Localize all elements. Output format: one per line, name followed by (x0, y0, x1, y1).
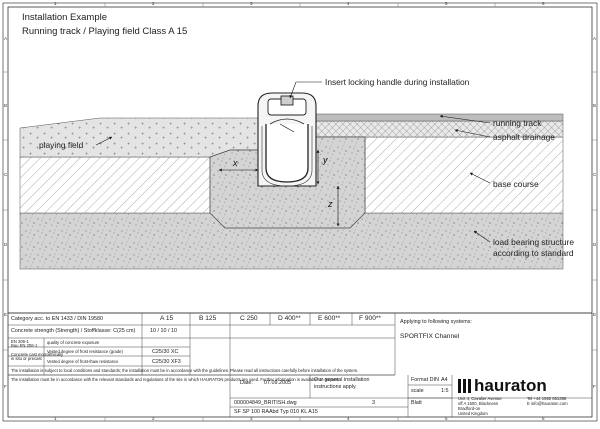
company-address-1: Unit 4, Cavalier Avenue (458, 396, 502, 401)
row-a-label: EN 206-1 (11, 339, 29, 344)
row-b-value: C25/30 XC (152, 349, 179, 355)
callout-running-track: running track (493, 118, 542, 128)
drawing-title: Installation Example (22, 12, 108, 23)
row-b-label: Concrete cast monolithically (11, 352, 64, 357)
grid-row-e: E (4, 312, 8, 317)
hauraton-logo-mark (458, 379, 471, 393)
format-value: A4 (441, 377, 448, 383)
company-address-3: Bradford-on (458, 406, 481, 411)
installation-notes-2: The installation must be in accordance w… (11, 377, 340, 382)
grid-col-4: 4 (347, 1, 350, 6)
revision-number: 3 (372, 400, 375, 406)
grid-row-a-right: A (593, 36, 597, 41)
load-class-e600: E 600** (318, 315, 341, 322)
category-label: Category acc. to EN 1433 / DIN 19580 (11, 316, 103, 322)
base-course-right (364, 136, 564, 214)
grid-row-f-right: F (593, 384, 596, 389)
system-name: SPORTFIX Channel (400, 333, 460, 340)
grid-col-4-bottom: 4 (347, 416, 350, 421)
callout-base-course: base course (493, 179, 539, 189)
date-label: Date: (240, 380, 253, 386)
sheet-label: Blatt (411, 400, 422, 406)
row-c-value: C25/30 XF3 (152, 359, 181, 365)
grid-row-c: C (4, 172, 8, 177)
grid-col-5: 5 (445, 1, 448, 6)
row-a-desc: quality of concrete exposure (47, 340, 100, 345)
scale-value: 1:5 (441, 388, 449, 394)
load-class-b125: B 125 (199, 315, 217, 322)
item-code: SF SP 100 RAAbd Typ 010 KL A15 (234, 409, 318, 415)
document-number: 000004849_BRITISH.dwg (234, 400, 297, 406)
load-class-a15: A 15 (160, 315, 174, 322)
concrete-strength-label: Concrete strength (Strength) / Stoffklas… (11, 328, 136, 334)
grid-col-3-bottom: 3 (250, 416, 253, 421)
xyz-values: 10 / 10 / 10 (150, 328, 177, 334)
sheet-frame (2, 2, 598, 422)
drawing-subtitle: Running track / Playing field Class A 15 (22, 26, 188, 37)
locking-handle (280, 95, 294, 106)
callout-load-bearing-2: according to standard (493, 248, 574, 258)
grid-col-6-bottom: 6 (542, 416, 545, 421)
dimension-lines (218, 149, 340, 227)
row-c-desc: Vested degree of frost-thaw resistance (47, 359, 119, 364)
grid-col-3: 3 (250, 1, 253, 6)
format-label: Format DIN (411, 377, 439, 383)
load-class-c250: C 250 (240, 315, 258, 322)
row-b-sub: in situ or precast (11, 356, 42, 361)
company-address-2: off A 1500, Blackness (458, 401, 498, 406)
grid-row-c-right: C (593, 172, 597, 177)
sportfix-channel (257, 92, 317, 187)
callout-asphalt-drainage: asphalt drainage (493, 132, 555, 142)
company-email: E info@hauraton.com (527, 401, 568, 406)
concrete-surround (209, 136, 366, 229)
grid-col-5-bottom: 5 (445, 416, 448, 421)
grid-row-a: A (4, 36, 8, 41)
grid-row-e-right: E (593, 312, 597, 317)
grid-row-d-right: D (593, 242, 597, 247)
soil-layers (19, 113, 564, 270)
dimension-label-x: x (233, 158, 238, 168)
grid-col-2-bottom: 2 (152, 416, 155, 421)
grid-row-b-right: B (593, 103, 597, 108)
row-b-desc: Vested degree of frost resistance (grade… (47, 349, 123, 354)
date-value: 07.09.2005 (264, 380, 291, 386)
hauraton-logo-text: hauraton (474, 376, 547, 395)
grid-col-1-bottom: 1 (54, 416, 57, 421)
installation-notes: The installation is subject to local con… (11, 368, 359, 373)
load-class-f900: F 900** (359, 315, 381, 322)
general-note-line2: instructions apply. (314, 384, 357, 390)
callout-locking-handle: Insert locking handle during installatio… (325, 77, 470, 87)
grid-row-f: F (4, 384, 7, 389)
callout-playing-field: playing field (39, 140, 84, 150)
row-a-sub: Bau EN 206-1 (11, 343, 38, 348)
grid-row-b: B (4, 103, 8, 108)
load-class-d400: D 400** (278, 315, 301, 322)
leader-lines (95, 81, 491, 243)
dimension-label-z: z (328, 199, 333, 209)
title-block-grid (8, 312, 592, 417)
dimension-label-y: y (323, 155, 328, 165)
general-note-line1: Our general installation (314, 377, 370, 383)
callout-load-bearing-1: load bearing structure (493, 237, 575, 247)
grid-col-2: 2 (152, 1, 155, 6)
company-phone: Tel +44 1592 651388 (527, 396, 567, 401)
grid-col-1: 1 (54, 1, 57, 6)
scale-label: scale (411, 388, 424, 394)
base-course-left (19, 156, 211, 214)
grid-row-d: D (4, 242, 8, 247)
applying-label: Applying to following systems: (400, 319, 472, 325)
grid-col-6: 6 (542, 1, 545, 6)
company-address-4: United Kingdom (458, 411, 488, 416)
